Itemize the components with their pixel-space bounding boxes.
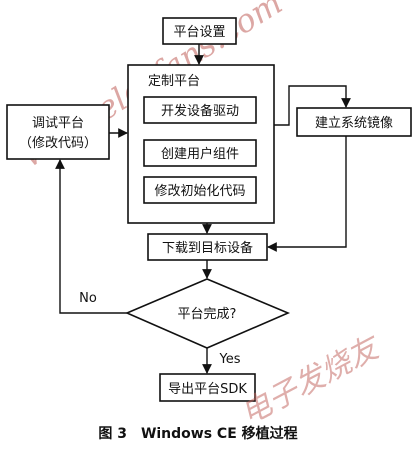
export-sdk-label: 导出平台SDK: [168, 382, 247, 397]
modify-init-code-node: 修改初始化代码: [143, 176, 257, 204]
download-target-node: 下载到目标设备: [147, 233, 268, 261]
export-sdk-node: 导出平台SDK: [159, 373, 256, 402]
arrow-custom-to-build: [274, 85, 351, 126]
arrow-no-to-debug: [55, 159, 127, 314]
figure-caption: 图 3 Windows CE 移植过程: [98, 425, 297, 442]
modify-init-code-label: 修改初始化代码: [154, 184, 245, 199]
platform-settings-label: 平台设置: [173, 25, 225, 40]
build-image-label: 建立系统镜像: [315, 116, 393, 131]
create-components-node: 创建用户组件: [143, 139, 257, 167]
build-image-node: 建立系统镜像: [296, 107, 412, 137]
no-label: No: [79, 291, 97, 306]
debug-platform-node: 调试平台 （修改代码）: [6, 104, 110, 160]
brand-watermark: 电子发烧友: [235, 329, 387, 432]
arrow-build-to-download: [267, 136, 347, 252]
debug-platform-label-line2: （修改代码）: [19, 136, 97, 151]
yes-label: Yes: [219, 352, 241, 367]
platform-done-label: 平台完成?: [178, 307, 237, 322]
platform-done-decision: 平台完成?: [124, 278, 291, 349]
develop-drivers-label: 开发设备驱动: [161, 103, 239, 119]
platform-settings-node: 平台设置: [162, 17, 237, 45]
custom-platform-label: 定制平台: [148, 74, 200, 89]
download-target-label: 下载到目标设备: [162, 240, 253, 256]
debug-platform-label-line1: 调试平台: [32, 116, 84, 131]
develop-drivers-node: 开发设备驱动: [143, 96, 257, 124]
create-components-label: 创建用户组件: [161, 146, 239, 162]
